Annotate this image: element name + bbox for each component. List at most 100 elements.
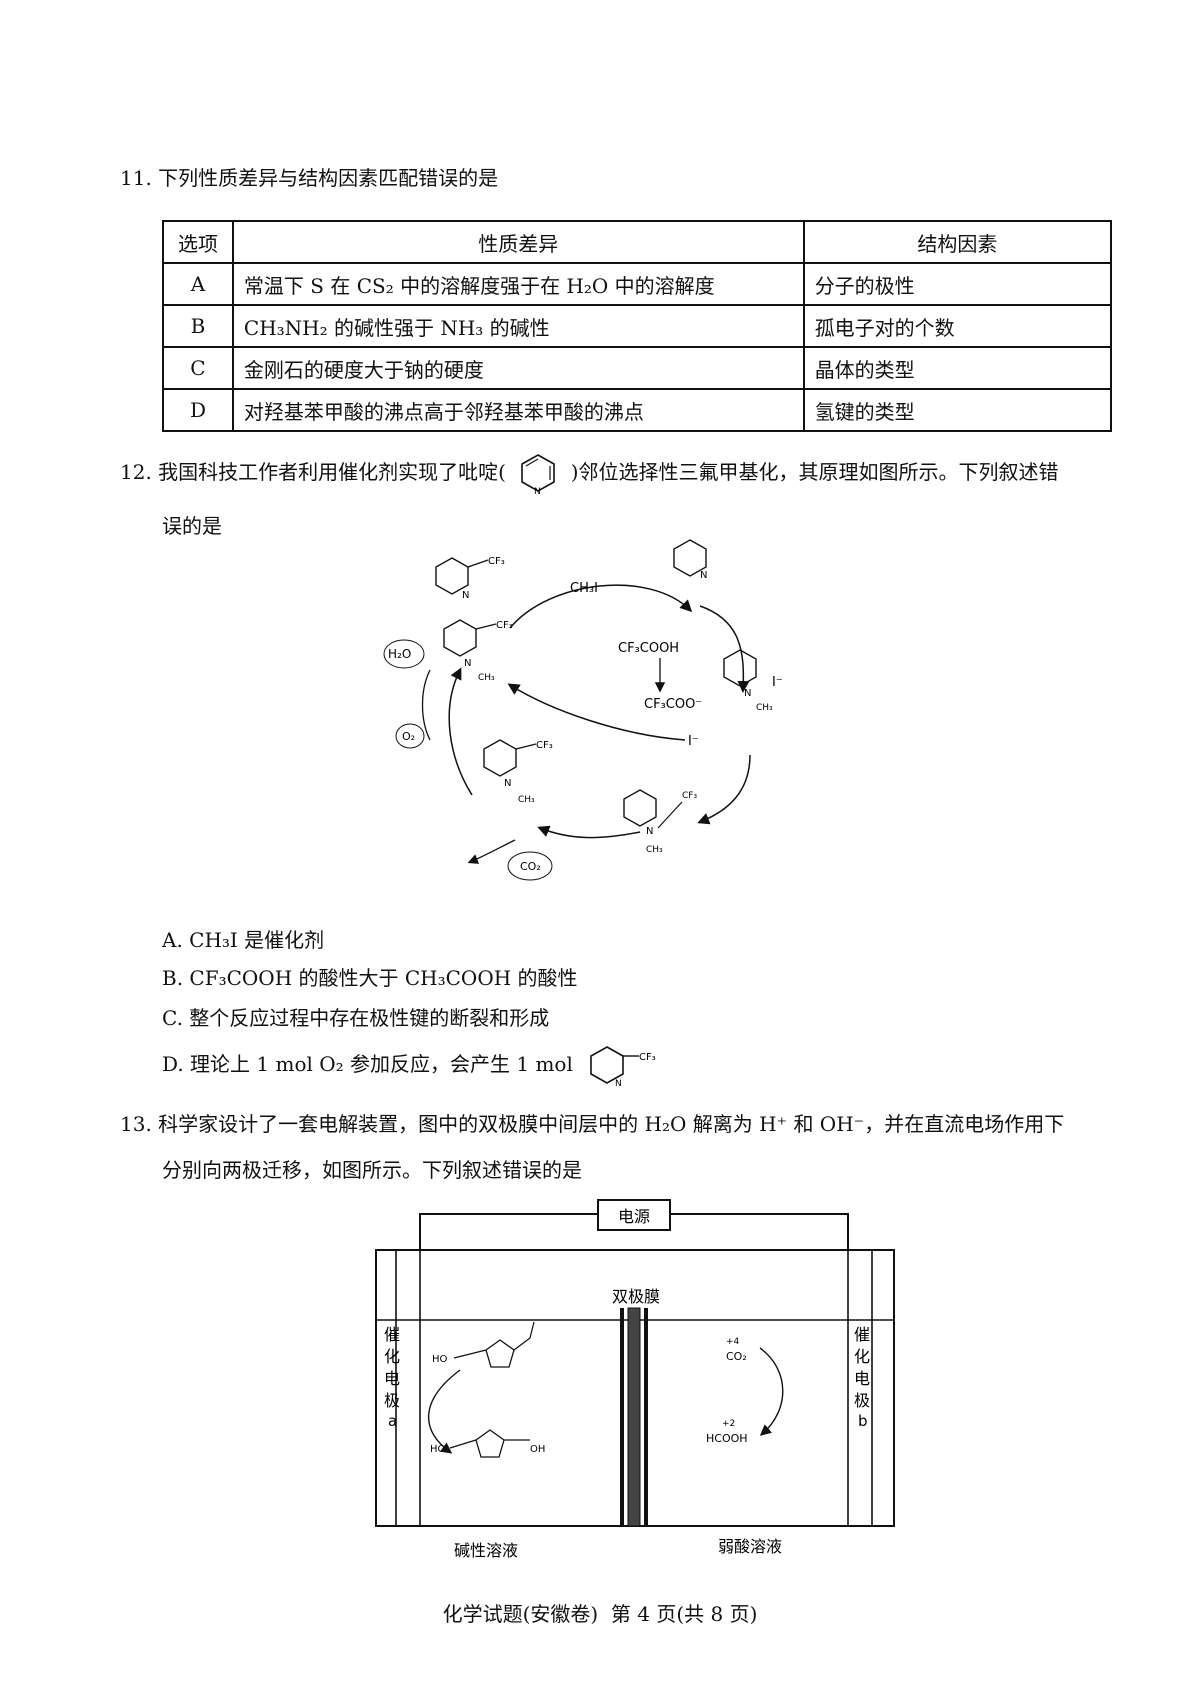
intermediate-pyridinium-cf3: CF₃ N CH₃	[443, 619, 513, 683]
q12-stem-line1: 12. 我国科技工作者利用催化剂实现了吡啶( N )邻位选择性三氟甲基化，其原理…	[120, 453, 1059, 497]
electrolysis-cell-diagram: 电源 双极膜 催 化 电 极 a 催 化 电 极 b HO HO OH +4 C…	[375, 1199, 895, 1560]
cf3cooh-label: CF₃COOH	[618, 641, 679, 656]
q12-option-b: B. CF₃COOH 的酸性大于 CH₃COOH 的酸性	[162, 966, 578, 990]
row-option: A	[162, 262, 234, 306]
arrow-o2-water	[421, 669, 431, 741]
fdca-molecule: HO OH	[430, 1429, 545, 1458]
row-option: C	[162, 346, 234, 390]
hcooh-label: HCOOH	[706, 1432, 748, 1445]
header-factor: 结构因素	[802, 220, 1113, 264]
row-difference: CH₃NH₂ 的碱性强于 NH₃ 的碱性	[231, 304, 805, 348]
svg-text:N: N	[744, 688, 751, 699]
header-difference: 性质差异	[231, 220, 805, 264]
svg-text:b: b	[858, 1412, 868, 1430]
q12-stem-part-b: )邻位选择性三氟甲基化，其原理如图所示。下列叙述错	[570, 460, 1059, 484]
svg-text:N: N	[462, 590, 469, 601]
left-solution-label: 碱性溶液	[454, 1541, 518, 1560]
row-factor: 晶体的类型	[802, 346, 1113, 390]
arc-top	[509, 584, 693, 629]
svg-text:CH₃: CH₃	[518, 795, 535, 805]
q12-option-c: C. 整个反应过程中存在极性键的断裂和形成	[162, 1006, 550, 1030]
reactant-pyridine: N	[673, 539, 707, 581]
right-solution-label: 弱酸溶液	[718, 1537, 782, 1556]
svg-text:CF₃: CF₃	[682, 791, 697, 801]
table-row: C 金刚石的硬度大于钠的硬度 晶体的类型	[162, 346, 1113, 390]
svg-text:极: 极	[854, 1391, 870, 1410]
water-label: H₂O	[388, 647, 411, 661]
power-source-box	[597, 1199, 671, 1231]
svg-text:a: a	[388, 1412, 397, 1430]
arc-bottom	[537, 825, 641, 839]
table-header-row: 选项 性质差异 结构因素	[162, 220, 1113, 264]
membrane-label: 双极膜	[612, 1287, 660, 1306]
oxygen-label: O₂	[402, 730, 415, 743]
electrode-b-char: 催	[854, 1325, 870, 1344]
svg-text:CH₃: CH₃	[756, 703, 773, 713]
cf3coo-label: CF₃COO⁻	[644, 697, 702, 712]
q12-option-a: A. CH₃I 是催化剂	[162, 928, 325, 952]
q12-stem-part-a: 12. 我国科技工作者利用催化剂实现了吡啶(	[120, 460, 506, 484]
power-source-label: 电源	[618, 1207, 650, 1226]
svg-text:电: 电	[384, 1369, 400, 1388]
svg-text:HO: HO	[432, 1354, 448, 1365]
svg-text:CF₃: CF₃	[536, 740, 553, 751]
q13-stem-line2: 分别向两极迁移，如图所示。下列叙述错误的是	[162, 1158, 582, 1182]
row-option: B	[162, 304, 234, 348]
catalytic-cycle-diagram: CF₃ N N CH₃I CF₃ N CH₃ H₂O O₂ CF₃COOH CF…	[383, 539, 783, 881]
electrode-a	[395, 1249, 421, 1527]
pyridine-structure-icon: N	[521, 453, 556, 497]
svg-text:N: N	[700, 570, 707, 581]
arc-top-right	[699, 605, 750, 693]
svg-text:HO: HO	[430, 1444, 446, 1455]
table-row: B CH₃NH₂ 的碱性强于 NH₃ 的碱性 孤电子对的个数	[162, 304, 1113, 348]
row-difference: 对羟基苯甲酸的沸点高于邻羟基苯甲酸的沸点	[231, 388, 805, 432]
svg-text:极: 极	[384, 1391, 400, 1410]
svg-text:N: N	[615, 1079, 622, 1089]
hmf-molecule: HO	[432, 1321, 535, 1368]
page-footer: 化学试题(安徽卷) 第 4 页(共 8 页)	[442, 1602, 758, 1626]
iodide-label: I⁻	[688, 734, 699, 749]
q11-table: 选项 性质差异 结构因素 A 常温下 S 在 CS₂ 中的溶解度强于在 H₂O …	[162, 220, 1113, 432]
svg-text:N: N	[464, 658, 471, 669]
svg-text:I⁻: I⁻	[772, 675, 783, 690]
cf3-pyridine-structure-icon: CF₃ N	[590, 1045, 656, 1089]
arrow-oxidation	[427, 1369, 461, 1454]
electrode-b	[847, 1249, 873, 1527]
svg-text:N: N	[504, 778, 511, 789]
svg-text:CF₃: CF₃	[496, 620, 513, 631]
row-option: D	[162, 388, 234, 432]
arc-left	[448, 667, 473, 796]
row-factor: 孤电子对的个数	[802, 304, 1113, 348]
intermediate-dihydropyridine: CF₃ N CH₃	[483, 739, 553, 805]
table-row: A 常温下 S 在 CS₂ 中的溶解度强于在 H₂O 中的溶解度 分子的极性	[162, 262, 1113, 306]
q13-stem-line1: 13. 科学家设计了一套电解装置，图中的双极膜中间层中的 H₂O 解离为 H⁺ …	[120, 1112, 1065, 1136]
arc-right	[697, 754, 751, 825]
ch3i-label: CH₃I	[570, 581, 598, 596]
q12-option-d-text: D. 理论上 1 mol O₂ 参加反应，会产生 1 mol	[162, 1052, 573, 1076]
svg-text:CH₃: CH₃	[646, 845, 663, 855]
intermediate-trifluoroacetate-adduct: N CF₃ CH₃	[623, 789, 697, 855]
header-option: 选项	[162, 220, 234, 264]
svg-text:电: 电	[854, 1369, 870, 1388]
row-difference: 金刚石的硬度大于钠的硬度	[231, 346, 805, 390]
svg-text:CH₃: CH₃	[478, 673, 495, 683]
svg-text:CF₃: CF₃	[488, 556, 505, 567]
oxidation-state-plus2: +2	[722, 1419, 735, 1429]
arrow-iodide-return	[507, 683, 686, 741]
arrow-co2	[467, 839, 516, 864]
svg-text:N: N	[646, 826, 653, 837]
svg-text:OH: OH	[530, 1444, 545, 1455]
q12-option-d: D. 理论上 1 mol O₂ 参加反应，会产生 1 mol CF₃ N	[162, 1045, 663, 1089]
svg-text:CF₃: CF₃	[639, 1052, 656, 1063]
svg-text:N: N	[534, 487, 541, 497]
arrow-reduction	[759, 1347, 784, 1436]
oxidation-state-plus4: +4	[726, 1337, 740, 1347]
q11-stem: 11. 下列性质差异与结构因素匹配错误的是	[120, 166, 499, 190]
svg-text:化: 化	[854, 1347, 870, 1366]
table-row: D 对羟基苯甲酸的沸点高于邻羟基苯甲酸的沸点 氢键的类型	[162, 388, 1113, 432]
row-factor: 氢键的类型	[802, 388, 1113, 432]
row-factor: 分子的极性	[802, 262, 1113, 306]
product-2-cf3-pyridine: CF₃ N	[435, 556, 505, 601]
bipolar-membrane	[627, 1307, 641, 1527]
intermediate-n-methylpyridinium: N CH₃ I⁻	[723, 649, 783, 713]
